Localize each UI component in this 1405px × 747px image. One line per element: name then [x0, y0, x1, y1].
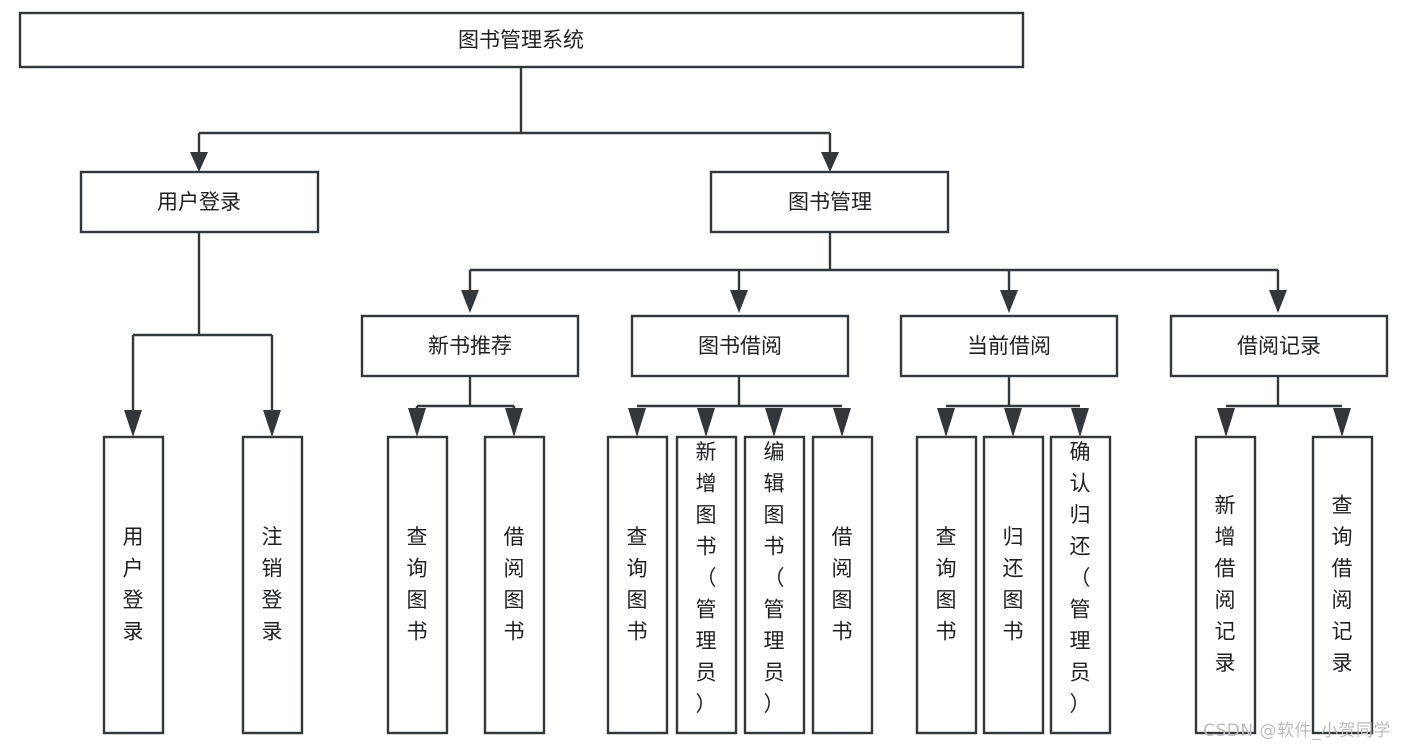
- node-leaf-2[interactable]: 注销登录: [241, 435, 304, 735]
- node-leaf-12-box[interactable]: [1194, 435, 1257, 735]
- node-current-label: 当前借阅: [967, 334, 1051, 358]
- node-records[interactable]: 借阅记录: [1169, 314, 1389, 378]
- arrow-bookmgmt-newbook: [461, 290, 479, 313]
- node-leaf-7-label: 编辑图书（管理员）: [764, 440, 785, 716]
- node-current[interactable]: 当前借阅: [899, 314, 1119, 378]
- node-leaf-6-box[interactable]: [675, 435, 738, 735]
- node-leaf-6-label: 新增图书（管理员）: [696, 440, 717, 716]
- node-leaf-6[interactable]: 新增图书（管理员）: [675, 435, 738, 735]
- node-leaf-13-label: 查询借阅记录: [1332, 494, 1353, 676]
- node-leaf-3-label: 查询图书: [407, 525, 428, 644]
- arrow-borrow-leaf-7: [765, 408, 783, 437]
- node-leaf-1-box[interactable]: [102, 435, 165, 735]
- node-borrow-box[interactable]: [630, 314, 850, 378]
- arrow-records-leaf-13: [1333, 408, 1351, 437]
- node-leaf-7[interactable]: 编辑图书（管理员）: [743, 435, 806, 735]
- node-leaf-13-box[interactable]: [1311, 435, 1374, 735]
- node-newbook-box[interactable]: [360, 314, 580, 378]
- node-borrow-label: 图书借阅: [698, 334, 782, 358]
- node-leaf-3[interactable]: 查询图书: [386, 435, 449, 735]
- node-leaf-10[interactable]: 归还图书: [982, 435, 1045, 735]
- node-leaf-11-box[interactable]: [1049, 435, 1112, 735]
- node-leaf-12[interactable]: 新增借阅记录: [1194, 435, 1257, 735]
- node-leaf-4-box[interactable]: [483, 435, 546, 735]
- node-leaf-4[interactable]: 借阅图书: [483, 435, 546, 735]
- arrow-borrow-leaf-6: [697, 408, 715, 437]
- csdn-watermark: CSDN @软件_小贺同学: [1203, 721, 1391, 741]
- arrow-bookmgmt-current: [1000, 290, 1018, 313]
- node-login-label: 用户登录: [157, 190, 241, 214]
- node-leaf-5[interactable]: 查询图书: [606, 435, 669, 735]
- arrow-bookmgmt-records: [1269, 290, 1287, 313]
- arrow-current-leaf-10: [1004, 408, 1022, 437]
- node-bookmgmt[interactable]: 图书管理: [709, 170, 950, 234]
- node-leaf-4-label: 借阅图书: [504, 525, 525, 644]
- node-leaf-1-label: 用户登录: [123, 525, 144, 644]
- node-leaf-11[interactable]: 确认归还（管理员）: [1049, 435, 1112, 735]
- node-leaf-10-label: 归还图书: [1003, 525, 1024, 644]
- node-leaf-9[interactable]: 查询图书: [915, 435, 978, 735]
- arrow-login-leaf-1: [124, 410, 142, 437]
- node-leaf-1[interactable]: 用户登录: [102, 435, 165, 735]
- node-leaf-10-box[interactable]: [982, 435, 1045, 735]
- node-root-label: 图书管理系统: [458, 28, 584, 52]
- node-newbook-label: 新书推荐: [428, 334, 512, 358]
- arrow-login-leaf-2: [263, 410, 281, 437]
- node-bookmgmt-label: 图书管理: [788, 190, 872, 214]
- node-records-box[interactable]: [1169, 314, 1389, 378]
- node-bookmgmt-box[interactable]: [709, 170, 950, 234]
- arrow-current-leaf-11: [1071, 408, 1089, 437]
- node-borrow[interactable]: 图书借阅: [630, 314, 850, 378]
- node-leaf-8-label: 借阅图书: [832, 525, 853, 644]
- node-leaf-2-box[interactable]: [241, 435, 304, 735]
- node-leaf-5-label: 查询图书: [627, 525, 648, 644]
- node-root-box[interactable]: [18, 11, 1025, 69]
- node-leaf-13[interactable]: 查询借阅记录: [1311, 435, 1374, 735]
- arrow-root-to-login: [190, 152, 208, 172]
- node-leaf-2-label: 注销登录: [262, 525, 283, 644]
- arrow-borrow-leaf-8: [833, 408, 851, 437]
- node-leaf-3-box[interactable]: [386, 435, 449, 735]
- node-records-label: 借阅记录: [1237, 334, 1321, 358]
- node-leaf-11-label: 确认归还（管理员）: [1070, 440, 1091, 716]
- node-leaf-12-label: 新增借阅记录: [1215, 494, 1236, 676]
- node-leaf-8-box[interactable]: [811, 435, 874, 735]
- arrow-borrow-leaf-5: [628, 408, 646, 437]
- node-leaf-7-box[interactable]: [743, 435, 806, 735]
- node-current-box[interactable]: [899, 314, 1119, 378]
- node-leaf-9-label: 查询图书: [936, 525, 957, 644]
- connector-layer: [124, 67, 1351, 437]
- node-leaf-9-box[interactable]: [915, 435, 978, 735]
- node-root[interactable]: 图书管理系统: [18, 11, 1025, 69]
- node-leaf-8[interactable]: 借阅图书: [811, 435, 874, 735]
- node-newbook[interactable]: 新书推荐: [360, 314, 580, 378]
- arrow-newbook-leaf-4: [505, 408, 523, 437]
- arrow-current-leaf-9: [937, 408, 955, 437]
- arrow-bookmgmt-borrow: [730, 290, 748, 313]
- node-login-box[interactable]: [79, 170, 320, 234]
- arrow-records-leaf-12: [1217, 408, 1235, 437]
- arrow-root-to-bookmgmt: [821, 152, 839, 172]
- arrow-newbook-leaf-3: [408, 408, 426, 437]
- node-login[interactable]: 用户登录: [79, 170, 320, 234]
- node-leaf-5-box[interactable]: [606, 435, 669, 735]
